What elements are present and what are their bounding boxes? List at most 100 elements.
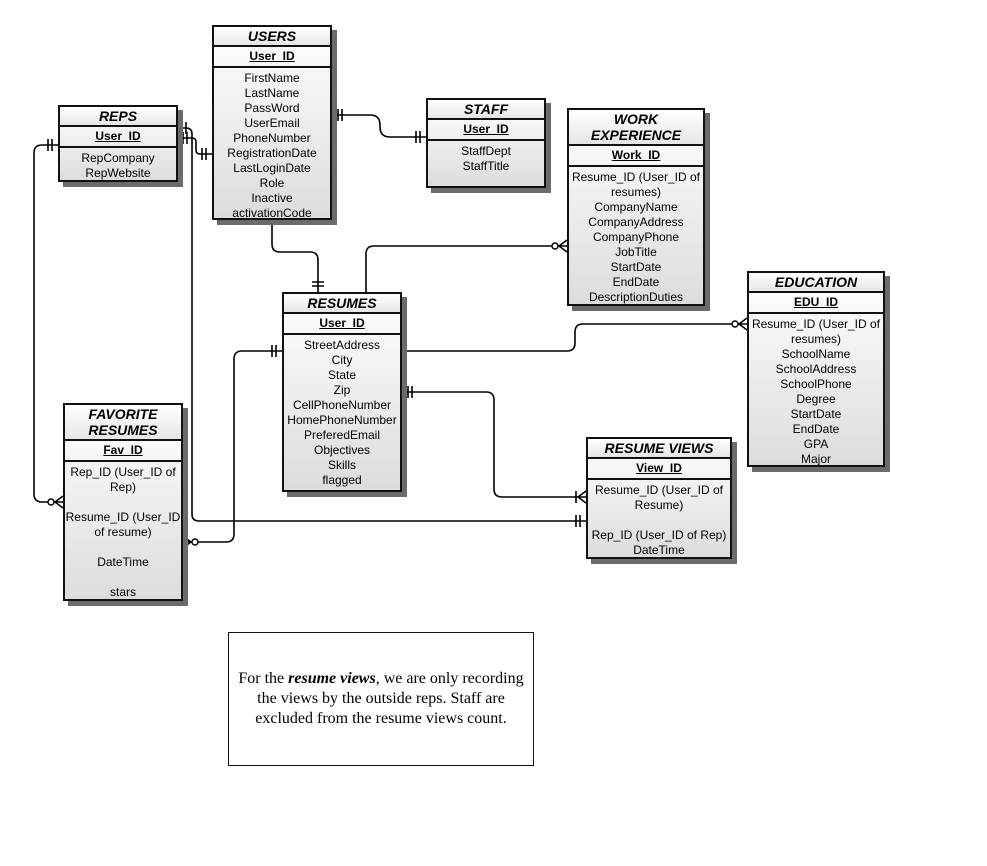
attribute-field: CompanyAddress bbox=[588, 215, 684, 229]
attribute-field: FirstName bbox=[244, 71, 300, 85]
note-emphasis: resume views bbox=[288, 670, 376, 687]
zero-marker bbox=[47, 498, 55, 506]
reps-fav-line bbox=[33, 144, 63, 503]
attribute-field: Rep_ID (User_ID of Rep) bbox=[70, 465, 176, 494]
attribute-field: RepWebsite bbox=[85, 166, 151, 180]
one-marker bbox=[415, 131, 421, 143]
primary-key: View_ID bbox=[588, 459, 730, 480]
entity-title: WORK EXPERIENCE bbox=[569, 110, 703, 146]
attribute-field: DateTime bbox=[97, 555, 149, 569]
entity-title: USERS bbox=[214, 27, 330, 47]
attribute-field: State bbox=[327, 368, 357, 382]
attribute-field: GPA bbox=[803, 437, 829, 451]
primary-key: Fav_ID bbox=[65, 441, 181, 462]
entity-title: RESUMES bbox=[284, 294, 400, 314]
attribute-field: StartDate bbox=[790, 407, 842, 421]
users-resumes-line bbox=[271, 220, 319, 292]
attribute-field: UserEmail bbox=[244, 116, 300, 130]
resumes-views-line bbox=[402, 391, 586, 498]
note-suffix: , we are only recording the views by the… bbox=[255, 670, 524, 727]
resumes-education-line bbox=[402, 323, 747, 352]
many-marker bbox=[557, 239, 568, 253]
one-marker bbox=[337, 109, 343, 121]
attribute-field bbox=[588, 513, 730, 528]
attribute-field: Resume_ID (User_ID of resume) bbox=[65, 510, 181, 539]
attribute-field: PhoneNumber bbox=[233, 131, 311, 145]
attribute-field: StaffDept bbox=[461, 144, 511, 158]
entity-resume-views: RESUME VIEWS View_ID Resume_ID (User_ID … bbox=[586, 437, 732, 559]
primary-key: User_ID bbox=[428, 120, 544, 141]
entity-favorite-resumes: FAVORITE RESUMES Fav_ID Rep_ID (User_ID … bbox=[63, 403, 183, 601]
attribute-field: SchoolName bbox=[781, 347, 851, 361]
entity-title: STAFF bbox=[428, 100, 544, 120]
attribute-field: SchoolAddress bbox=[775, 362, 857, 376]
one-marker bbox=[407, 386, 413, 398]
zero-marker bbox=[191, 538, 199, 546]
attribute-field: EndDate bbox=[792, 422, 840, 436]
one-marker bbox=[575, 515, 581, 527]
entity-title: EDUCATION bbox=[749, 273, 883, 293]
entity-education: EDUCATION EDU_ID Resume_ID (User_ID of r… bbox=[747, 271, 885, 467]
attribute-field: DescriptionDuties bbox=[588, 290, 684, 304]
attribute-field: Resume_ID (User_ID of resumes) bbox=[751, 317, 881, 346]
primary-key: EDU_ID bbox=[749, 293, 883, 314]
primary-key: Work_ID bbox=[569, 146, 703, 167]
reps-views-line bbox=[178, 127, 586, 522]
entity-title: FAVORITE RESUMES bbox=[65, 405, 181, 441]
primary-key: User_ID bbox=[214, 47, 330, 68]
attribute-field: SchoolPhone bbox=[780, 377, 852, 391]
attribute-field: CompanyPhone bbox=[592, 230, 680, 244]
many-marker bbox=[575, 490, 587, 504]
attribute-field: stars bbox=[109, 585, 136, 599]
attribute-field: Zip bbox=[333, 383, 351, 397]
attribute-field: Role bbox=[259, 176, 285, 190]
resumes-work-line bbox=[365, 245, 567, 292]
annotation-note: For the resume views, we are only record… bbox=[228, 632, 534, 766]
attribute-field: Resume_ID (User_ID of resumes) bbox=[571, 170, 701, 199]
attribute-field: RepCompany bbox=[81, 151, 155, 165]
one-marker bbox=[47, 139, 53, 151]
attribute-field: StreetAddress bbox=[303, 338, 381, 352]
attribute-field: StaffTitle bbox=[462, 159, 510, 173]
attribute-field: HomePhoneNumber bbox=[287, 413, 397, 427]
zero-marker bbox=[551, 242, 559, 250]
attribute-field: flagged bbox=[322, 473, 362, 487]
attribute-list: Resume_ID (User_ID of resumes)CompanyNam… bbox=[569, 167, 703, 305]
entity-title: RESUME VIEWS bbox=[588, 439, 730, 459]
attribute-field: Inactive bbox=[251, 191, 293, 205]
entity-title: REPS bbox=[60, 107, 176, 127]
attribute-field: Rep_ID (User_ID of Rep) bbox=[591, 528, 727, 542]
users-staff-line bbox=[332, 114, 426, 138]
one-marker bbox=[181, 122, 187, 134]
attribute-field: City bbox=[331, 353, 353, 367]
attribute-field: Skills bbox=[327, 458, 356, 472]
attribute-field: RegistrationDate bbox=[227, 146, 317, 160]
attribute-field: activationCode bbox=[232, 206, 312, 220]
attribute-field: Degree bbox=[796, 392, 836, 406]
many-marker bbox=[53, 495, 64, 509]
attribute-field: Major bbox=[800, 452, 831, 466]
one-marker bbox=[271, 345, 277, 357]
attribute-field: CompanyName bbox=[594, 200, 678, 214]
users-reps-line bbox=[178, 137, 212, 155]
note-prefix: For the bbox=[238, 670, 285, 687]
attribute-field bbox=[65, 540, 181, 555]
resumes-fav-line bbox=[183, 350, 282, 543]
attribute-field bbox=[65, 495, 181, 510]
many-marker bbox=[737, 317, 748, 331]
primary-key: User_ID bbox=[60, 127, 176, 148]
attribute-field: EndDate bbox=[612, 275, 660, 289]
attribute-field: CellPhoneNumber bbox=[292, 398, 392, 412]
attribute-field: PassWord bbox=[244, 101, 300, 115]
attribute-field bbox=[65, 570, 181, 585]
many-marker bbox=[182, 535, 193, 549]
attribute-field: Objectives bbox=[313, 443, 371, 457]
zero-marker bbox=[731, 320, 739, 328]
primary-key: User_ID bbox=[284, 314, 400, 335]
attribute-list: Resume_ID (User_ID of resumes)SchoolName… bbox=[749, 314, 883, 467]
